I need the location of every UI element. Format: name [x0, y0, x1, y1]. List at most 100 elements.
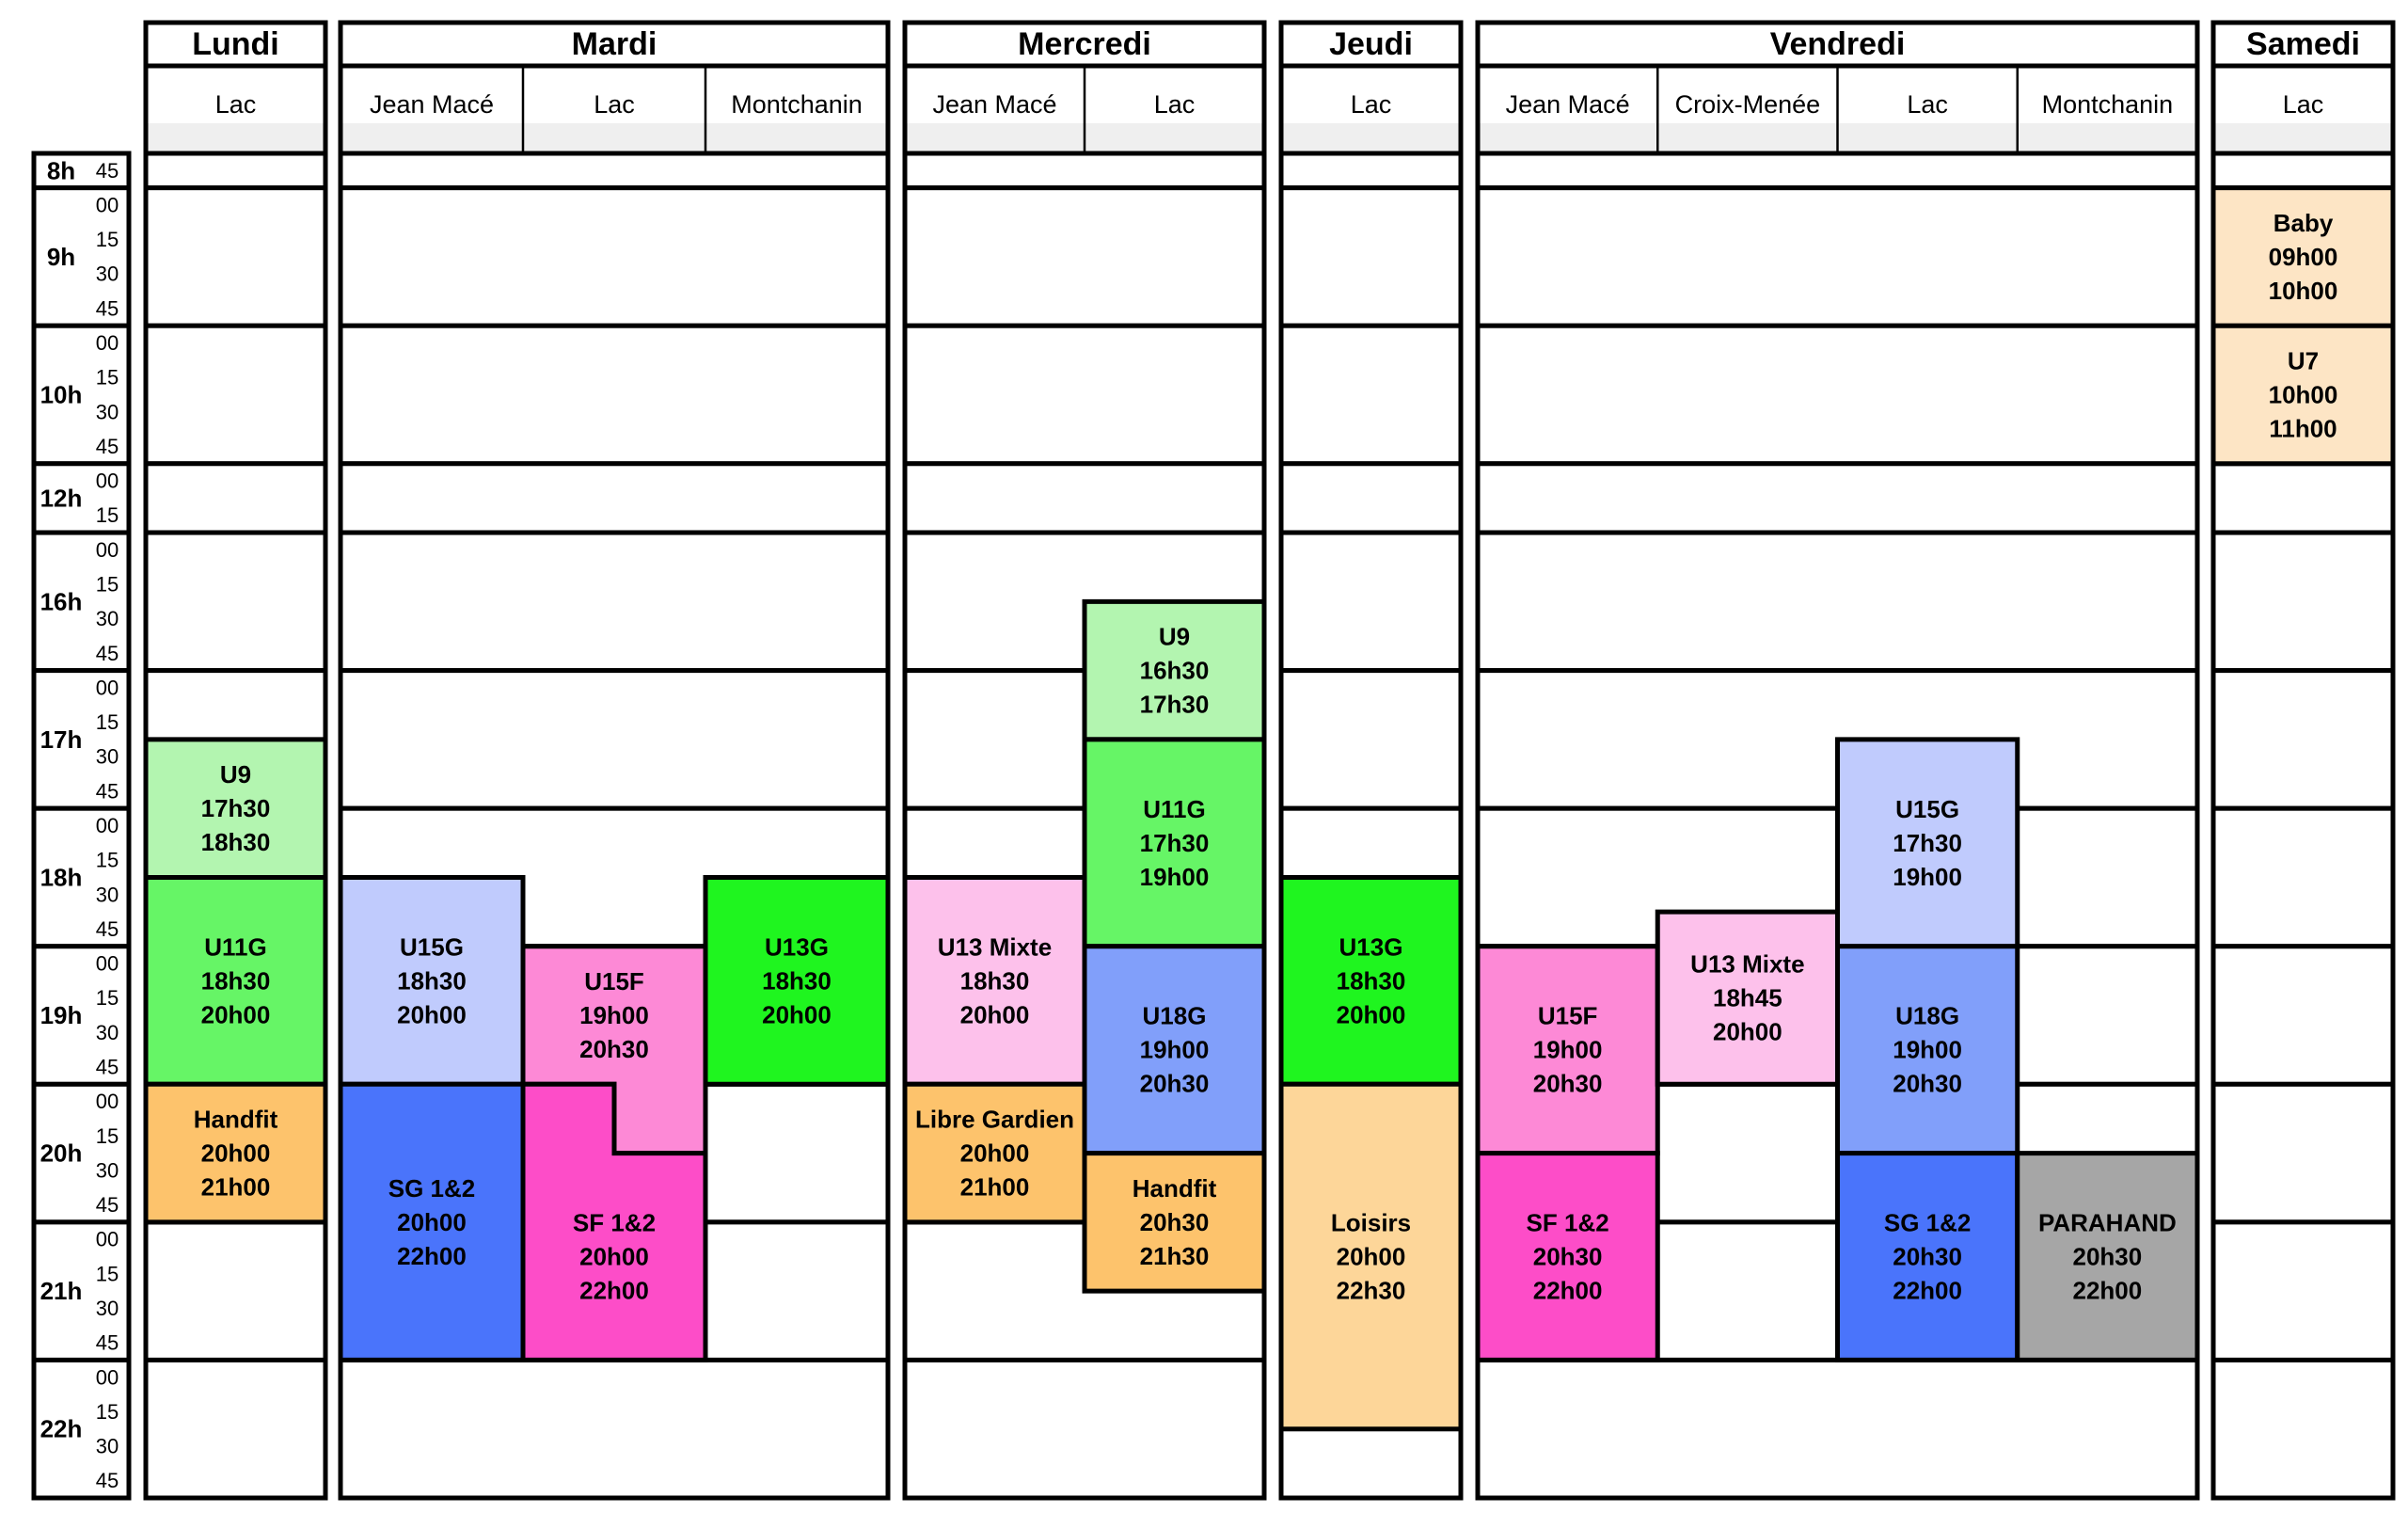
location-name: Lac	[594, 90, 635, 119]
hour-cell	[2210, 1081, 2396, 1225]
session-end-time: 20h00	[397, 1000, 467, 1028]
hour-cell	[338, 323, 891, 467]
time-row-box	[31, 1357, 132, 1501]
session-end-time: 21h00	[201, 1173, 271, 1202]
session-name: Baby	[2273, 209, 2334, 237]
session-blocks: U917h3018h30U11G18h3020h00Handfit20h0021…	[143, 185, 2396, 1432]
hour-cell	[902, 323, 1267, 467]
session-end-time: 21h30	[1140, 1242, 1210, 1270]
session-end-time: 20h30	[579, 1035, 649, 1063]
session-name: SG 1&2	[1884, 1209, 1972, 1237]
day-name: Jeudi	[1329, 26, 1413, 62]
session-name: SG 1&2	[388, 1174, 476, 1202]
minute-label: 30	[96, 607, 119, 630]
session-start-time: 17h30	[201, 794, 271, 822]
session-start-time: 18h30	[960, 966, 1030, 995]
day-header-box	[2210, 20, 2396, 69]
session-start-time: 20h00	[960, 1139, 1030, 1168]
minute-label: 00	[96, 1228, 119, 1251]
minute-label: 15	[96, 849, 119, 872]
hour-label: 12h	[40, 484, 83, 512]
minute-label: 15	[96, 710, 119, 734]
hour-cell	[143, 323, 328, 467]
minute-label: 30	[96, 745, 119, 769]
session-block: U13 Mixte 18h30 20h00	[902, 874, 1087, 1087]
session-shape	[703, 874, 891, 1087]
session-start-time: 17h30	[1893, 829, 1962, 857]
session-start-time: 17h30	[1140, 829, 1210, 857]
session-start-time: 20h30	[2073, 1243, 2143, 1271]
minute-label: 30	[96, 1021, 119, 1044]
minute-label: 00	[96, 193, 119, 216]
location-header-band	[1281, 123, 1461, 153]
session-end-time: 18h30	[201, 828, 271, 856]
session-name: SF 1&2	[1527, 1209, 1609, 1237]
session-name: U11G	[1143, 795, 1206, 823]
session-start-time: 20h00	[579, 1243, 649, 1271]
session-name: U18G	[1143, 1002, 1207, 1030]
minute-label: 00	[96, 814, 119, 837]
hour-label: 10h	[40, 380, 83, 408]
location-header-band	[2213, 123, 2393, 153]
hour-cell	[143, 151, 328, 191]
session-start-time: 10h00	[2269, 380, 2338, 408]
session-end-time: 22h30	[1337, 1277, 1406, 1305]
session-end-time: 20h30	[1533, 1070, 1603, 1098]
time-row-box	[31, 461, 132, 535]
session-name: U13 Mixte	[1690, 950, 1804, 979]
session-start-time: 09h00	[2269, 243, 2338, 271]
session-end-time: 20h00	[762, 1000, 832, 1028]
day-name: Vendredi	[1770, 26, 1906, 62]
day-name: Mardi	[572, 26, 657, 62]
session-start-time: 18h30	[397, 966, 467, 995]
hour-cell	[2210, 805, 2396, 949]
location-name: Lac	[1154, 90, 1196, 119]
minute-label: 15	[96, 503, 119, 527]
minute-label: 45	[96, 642, 119, 665]
session-start-time: 20h00	[201, 1139, 271, 1168]
minute-label: 45	[96, 1193, 119, 1217]
minute-label: 45	[96, 779, 119, 803]
hour-cell	[1278, 530, 1464, 674]
session-end-time: 11h00	[2269, 414, 2337, 442]
hour-cell	[1475, 461, 2200, 535]
session-end-time: 22h00	[1533, 1277, 1603, 1305]
hour-cell	[2210, 151, 2396, 191]
hour-label: 8h	[47, 156, 75, 184]
session-name: U13G	[765, 932, 829, 961]
session-end-time: 20h00	[960, 1000, 1030, 1028]
hour-label: 18h	[40, 863, 83, 891]
hour-cell	[1475, 185, 2200, 328]
hour-label: 21h	[40, 1277, 83, 1305]
session-end-time: 20h00	[1337, 1000, 1406, 1028]
location-name: Montchanin	[2042, 90, 2174, 119]
hour-cell	[902, 461, 1267, 535]
minute-label: 15	[96, 366, 119, 390]
minute-label: 00	[96, 1365, 119, 1389]
session-name: U9	[1159, 623, 1190, 651]
session-name: U9	[220, 760, 251, 788]
hour-cell	[338, 668, 891, 811]
session-start-time: 19h00	[1140, 1036, 1210, 1064]
minute-label: 30	[96, 263, 119, 286]
location-name: Jean Macé	[370, 90, 494, 119]
session-name: U13 Mixte	[938, 932, 1052, 961]
minute-label: 30	[96, 1297, 119, 1320]
session-start-time: 19h00	[1893, 1036, 1962, 1064]
minute-label: 15	[96, 228, 119, 251]
hour-label: 20h	[40, 1139, 83, 1168]
session-name: U15F	[1538, 1002, 1598, 1030]
minute-label: 45	[96, 296, 119, 320]
